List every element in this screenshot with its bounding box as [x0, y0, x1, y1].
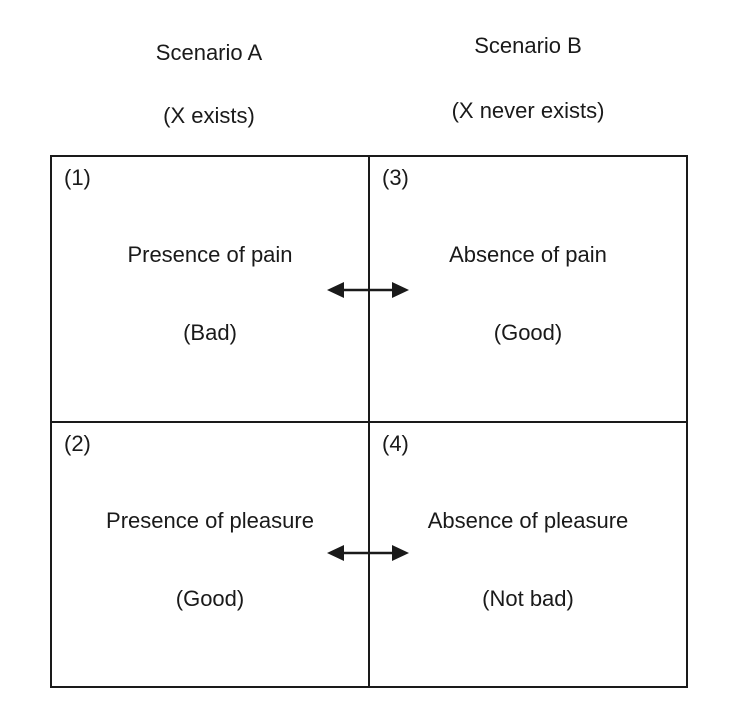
quadrant-4-label: Absence of pleasure	[427, 508, 629, 533]
quadrant-4-number: (4)	[382, 431, 409, 456]
column-title-b: Scenario B	[474, 33, 582, 58]
quadrant-2: (2) Presence of pleasure (Good)	[52, 423, 370, 686]
quadrant-3-number: (3)	[382, 165, 409, 190]
matrix-grid: (1) Presence of pain (Bad) (3) Absence o…	[50, 155, 688, 688]
column-title-a: Scenario A	[155, 40, 263, 65]
column-header-scenario-a: Scenario A (X exists)	[50, 40, 368, 128]
column-subtitle-a: (X exists)	[163, 103, 255, 128]
quadrant-2-label: Presence of pleasure	[106, 508, 314, 533]
quadrant-1-label: Presence of pain	[127, 242, 293, 267]
quadrant-1-number: (1)	[64, 165, 91, 190]
quadrant-2-value: (Good)	[175, 586, 245, 611]
quadrant-1-value: (Bad)	[183, 320, 237, 345]
quadrant-1: (1) Presence of pain (Bad)	[52, 157, 370, 423]
quadrant-4-value: (Not bad)	[482, 586, 574, 611]
quadrant-3-label: Absence of pain	[449, 242, 607, 267]
quadrant-3: (3) Absence of pain (Good)	[370, 157, 686, 423]
quadrant-4: (4) Absence of pleasure (Not bad)	[370, 423, 686, 686]
quadrant-3-value: (Good)	[493, 320, 563, 345]
column-subtitle-b: (X never exists)	[451, 98, 605, 123]
double-arrow-pain-icon	[326, 279, 410, 301]
quadrant-2-number: (2)	[64, 431, 91, 456]
column-header-scenario-b: Scenario B (X never exists)	[368, 33, 688, 123]
double-arrow-pleasure-icon	[326, 542, 410, 564]
